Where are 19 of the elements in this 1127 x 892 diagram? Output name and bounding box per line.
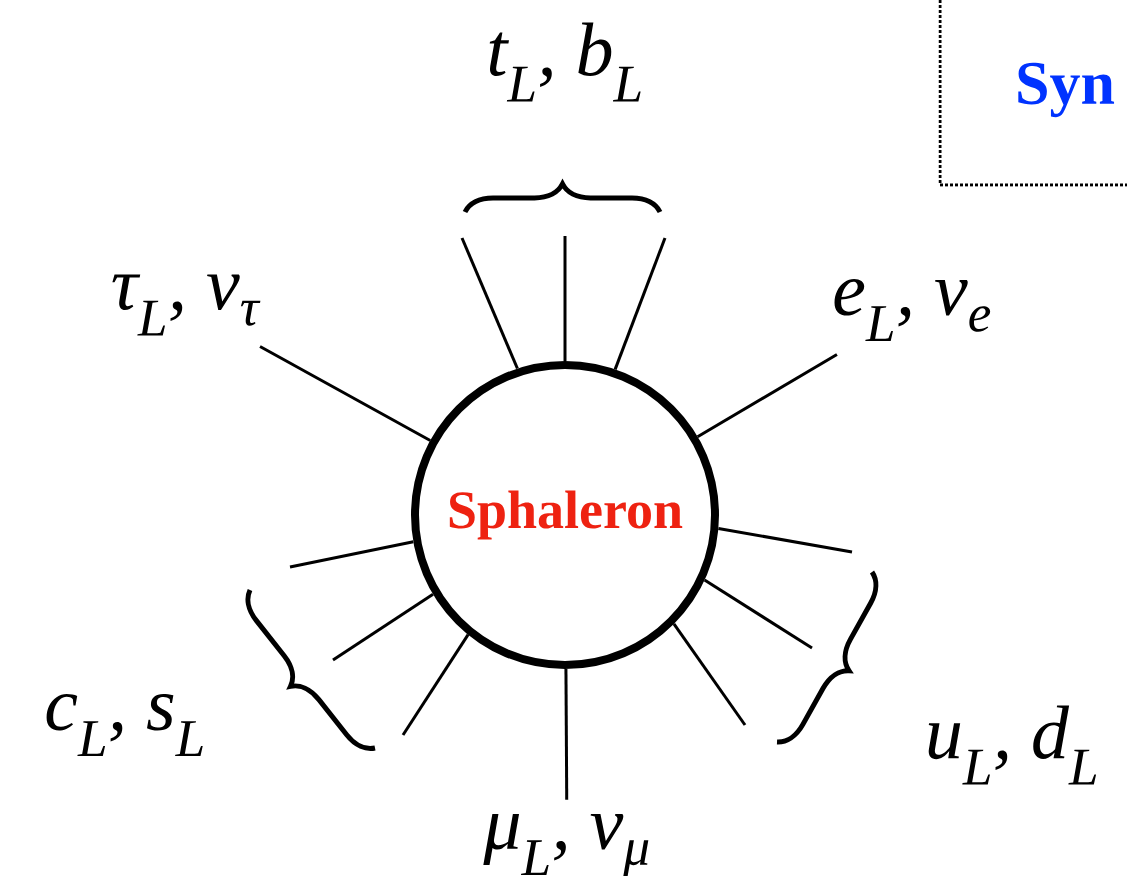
line bbox=[613, 237, 667, 370]
line bbox=[563, 236, 567, 361]
line bbox=[289, 540, 414, 569]
particle-label: μ$_{L}$, ν$_{μ}$ bbox=[483, 813, 649, 877]
particle-label: c$_{L}$, s$_{L}$ bbox=[46, 693, 203, 757]
particle-label: τ$_{L}$, ν$_{τ}$ bbox=[112, 274, 261, 336]
line bbox=[259, 345, 431, 442]
line bbox=[332, 593, 434, 662]
particle-label: t$_{L}$, b$_{L}$ bbox=[489, 22, 641, 102]
line bbox=[564, 668, 569, 800]
line bbox=[703, 578, 813, 650]
line bbox=[718, 526, 853, 554]
particle-label: e$_{L}$, ν$_{e}$ bbox=[834, 278, 991, 342]
line bbox=[672, 623, 747, 726]
line bbox=[696, 353, 838, 438]
line bbox=[401, 633, 470, 736]
title-box: Syn bbox=[938, 0, 1127, 187]
particle-label: u$_{L}$, d$_{L}$ bbox=[928, 705, 1097, 785]
line bbox=[460, 237, 519, 370]
